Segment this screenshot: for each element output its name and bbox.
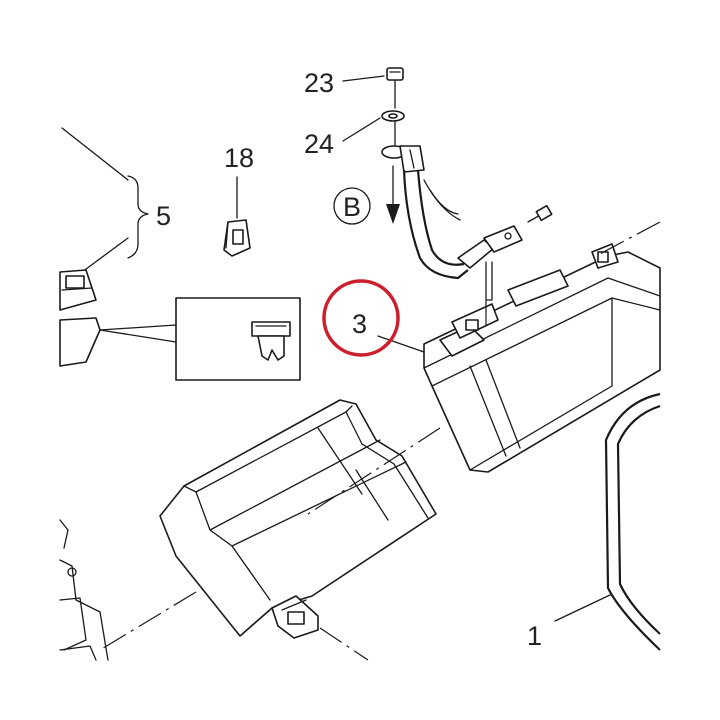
highlight-circle (322, 279, 400, 357)
callout-1: 1 (527, 621, 542, 651)
washer-24 (381, 110, 405, 149)
leader-lines (61, 75, 611, 622)
battery-cable (381, 145, 553, 301)
callout-5: 5 (156, 201, 171, 231)
fuse-18 (223, 219, 251, 257)
lower-left-parts (59, 519, 109, 661)
callout-24: 24 (304, 129, 334, 159)
view-b-circle (333, 187, 371, 225)
alignment-lines (99, 221, 661, 661)
partial-part-5 (59, 269, 101, 367)
callout-3: 3 (352, 309, 367, 339)
battery-tray (159, 399, 437, 639)
bolt-23 (386, 67, 404, 109)
callout-23: 23 (304, 68, 334, 98)
brace-5 (127, 175, 149, 259)
view-b-arrow (386, 165, 400, 224)
body-frame (604, 392, 661, 651)
callout-18: 18 (224, 143, 254, 173)
fuse-14-box (175, 297, 301, 381)
callout-b: B (343, 192, 361, 222)
